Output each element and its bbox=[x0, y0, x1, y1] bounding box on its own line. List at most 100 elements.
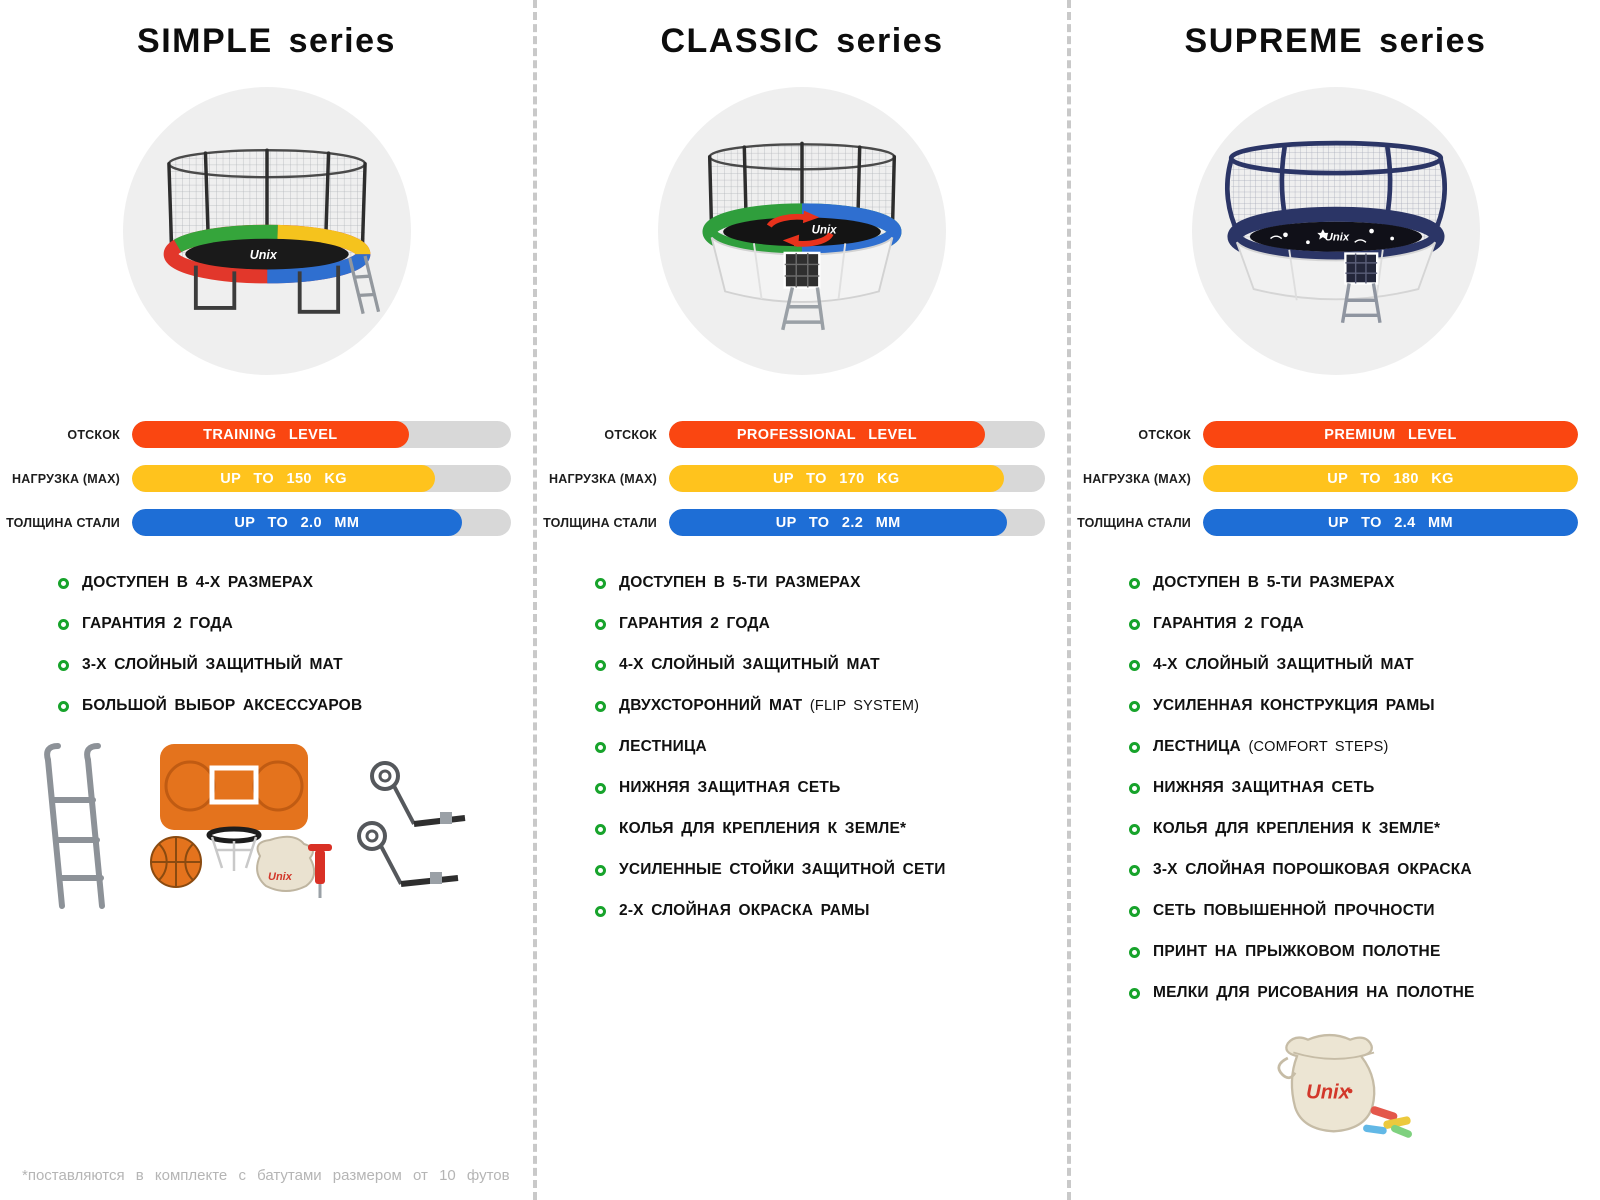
feature-label: 4-Х СЛОЙНЫЙ ЗАЩИТНЫЙ МАТ bbox=[619, 656, 880, 674]
steel-bar-fill: UP TO 2.4 MM bbox=[1203, 509, 1578, 536]
trampoline-simple-illustration: Unix bbox=[163, 148, 380, 315]
feature-label: 3-Х СЛОЙНАЯ ПОРОШКОВАЯ ОКРАСКА bbox=[1153, 861, 1472, 879]
bounce-stat-row: ОТСКОК PREMIUM LEVEL bbox=[1077, 421, 1578, 448]
supreme-trampoline-photo: Unix bbox=[1191, 87, 1480, 375]
feature-text: ДОСТУПЕН В 5-ТИ РАЗМЕРАХ bbox=[1153, 574, 1395, 591]
feature-item: НИЖНЯЯ ЗАЩИТНАЯ СЕТЬ bbox=[1129, 779, 1590, 797]
feature-item: ДОСТУПЕН В 5-ТИ РАЗМЕРАХ bbox=[595, 574, 1057, 592]
feature-item: КОЛЬЯ ДЛЯ КРЕПЛЕНИЯ К ЗЕМЛЕ* bbox=[595, 820, 1057, 838]
bounce-bar-value: PREMIUM LEVEL bbox=[1324, 426, 1457, 443]
steel-bar-fill: UP TO 2.2 MM bbox=[669, 509, 1008, 536]
feature-item: 2-Х СЛОЙНАЯ ОКРАСКА РАМЫ bbox=[595, 902, 1057, 920]
feature-text: ГАРАНТИЯ 2 ГОДА bbox=[619, 615, 771, 632]
bounce-bar-fill: PROFESSIONAL LEVEL bbox=[669, 421, 985, 448]
feature-item: НИЖНЯЯ ЗАЩИТНАЯ СЕТЬ bbox=[595, 779, 1057, 797]
ladder bbox=[347, 255, 380, 315]
bounce-stat-row: ОТСКОК PROFESSIONAL LEVEL bbox=[543, 421, 1045, 448]
accessory-bag-icon bbox=[256, 835, 316, 892]
brand-logo-text: Unix bbox=[249, 248, 277, 262]
feature-text: БОЛЬШОЙ ВЫБОР АКСЕССУАРОВ bbox=[82, 697, 363, 714]
feature-item: ДОСТУПЕН В 5-ТИ РАЗМЕРАХ bbox=[1129, 574, 1590, 592]
basketball-set-icon: Unix bbox=[150, 744, 332, 898]
feature-item: ГАРАНТИЯ 2 ГОДА bbox=[1129, 615, 1590, 633]
feature-text: ДВУХСТОРОННИЙ МАТ bbox=[619, 697, 803, 714]
bounce-bar-fill: PREMIUM LEVEL bbox=[1203, 421, 1578, 448]
simple-feature-list: ДОСТУПЕН В 4-Х РАЗМЕРАХ ГАРАНТИЯ 2 ГОДА … bbox=[58, 574, 523, 715]
classic-feature-list: ДОСТУПЕН В 5-ТИ РАЗМЕРАХ ГАРАНТИЯ 2 ГОДА… bbox=[595, 574, 1057, 920]
load-bar-value: UP TO 150 KG bbox=[220, 470, 347, 487]
feature-text: ЛЕСТНИЦА bbox=[1153, 738, 1241, 755]
stat-label-steel: ТОЛЩИНА СТАЛИ bbox=[1077, 515, 1191, 530]
check-circle-icon bbox=[1129, 782, 1140, 794]
bounce-stat-row: ОТСКОК TRAINING LEVEL bbox=[6, 421, 511, 448]
check-circle-icon bbox=[595, 905, 606, 917]
feature-item: ГАРАНТИЯ 2 ГОДА bbox=[58, 615, 523, 633]
check-circle-icon bbox=[1129, 823, 1140, 835]
frame-pad bbox=[1226, 207, 1445, 268]
check-circle-icon bbox=[595, 741, 606, 753]
feature-label: ЛЕСТНИЦА (COMFORT STEPS) bbox=[1153, 738, 1388, 756]
series-suffix: series bbox=[1379, 22, 1487, 60]
brand-logo-text: Unix bbox=[1306, 1081, 1350, 1103]
feature-note: (COMFORT STEPS) bbox=[1248, 739, 1389, 755]
feature-item: ЛЕСТНИЦА (COMFORT STEPS) bbox=[1129, 738, 1590, 756]
load-stat-row: НАГРУЗКА (MAX) UP TO 170 KG bbox=[543, 465, 1045, 492]
feature-label: 3-Х СЛОЙНЫЙ ЗАЩИТНЫЙ МАТ bbox=[82, 656, 343, 674]
stat-label-load: НАГРУЗКА (MAX) bbox=[549, 471, 657, 486]
check-circle-icon bbox=[1129, 700, 1140, 712]
feature-text: 3-Х СЛОЙНАЯ ПОРОШКОВАЯ ОКРАСКА bbox=[1153, 861, 1472, 878]
feature-label: ДВУХСТОРОННИЙ МАТ (FLIP SYSTEM) bbox=[619, 697, 919, 715]
feature-text: ДОСТУПЕН В 4-Х РАЗМЕРАХ bbox=[82, 574, 314, 591]
feature-item: ДВУХСТОРОННИЙ МАТ (FLIP SYSTEM) bbox=[595, 697, 1057, 715]
trampoline-classic-illustration: Unix bbox=[702, 141, 902, 331]
feature-label: ГАРАНТИЯ 2 ГОДА bbox=[82, 615, 233, 633]
check-circle-icon bbox=[1129, 577, 1140, 589]
classic-stats: ОТСКОК PROFESSIONAL LEVEL НАГРУЗКА (MAX)… bbox=[543, 421, 1045, 536]
feature-text: ПРИНТ НА ПРЫЖКОВОМ ПОЛОТНЕ bbox=[1153, 943, 1441, 960]
feature-label: 2-Х СЛОЙНАЯ ОКРАСКА РАМЫ bbox=[619, 902, 870, 920]
chalk-bag-illustration: Unix bbox=[1277, 1033, 1412, 1138]
load-bar-value: UP TO 170 KG bbox=[773, 470, 900, 487]
check-circle-icon bbox=[595, 618, 606, 630]
check-circle-icon bbox=[595, 700, 606, 712]
series-name: SUPREME bbox=[1184, 22, 1364, 60]
check-circle-icon bbox=[1129, 946, 1140, 958]
stat-label-bounce: ОТСКОК bbox=[604, 427, 657, 442]
stat-label-bounce: ОТСКОК bbox=[1138, 427, 1191, 442]
feature-label: УСИЛЕННЫЕ СТОЙКИ ЗАЩИТНОЙ СЕТИ bbox=[619, 861, 946, 879]
simple-stats: ОТСКОК TRAINING LEVEL НАГРУЗКА (MAX) UP … bbox=[6, 421, 511, 536]
series-suffix: series bbox=[836, 22, 944, 60]
ladder bbox=[1340, 283, 1382, 324]
supreme-stats: ОТСКОК PREMIUM LEVEL НАГРУЗКА (MAX) UP T… bbox=[1077, 421, 1578, 536]
bounce-bar-track: PROFESSIONAL LEVEL bbox=[669, 421, 1045, 448]
check-circle-icon bbox=[1129, 741, 1140, 753]
feature-item: ПРИНТ НА ПРЫЖКОВОМ ПОЛОТНЕ bbox=[1129, 943, 1590, 961]
load-stat-row: НАГРУЗКА (MAX) UP TO 150 KG bbox=[6, 465, 511, 492]
ladder bbox=[781, 287, 825, 331]
feature-label: ГАРАНТИЯ 2 ГОДА bbox=[619, 615, 770, 633]
steel-stat-row: ТОЛЩИНА СТАЛИ UP TO 2.4 MM bbox=[1077, 509, 1578, 536]
feature-text: КОЛЬЯ ДЛЯ КРЕПЛЕНИЯ К ЗЕМЛЕ* bbox=[1153, 820, 1441, 837]
feature-label: МЕЛКИ ДЛЯ РИСОВАНИЯ НА ПОЛОТНЕ bbox=[1153, 984, 1475, 1002]
feature-label: УСИЛЕННАЯ КОНСТРУКЦИЯ РАМЫ bbox=[1153, 697, 1435, 715]
feature-item: СЕТЬ ПОВЫШЕННОЙ ПРОЧНОСТИ bbox=[1129, 902, 1590, 920]
ladder-accessory-icon bbox=[44, 743, 105, 909]
chalk-sticks-icon bbox=[1363, 1106, 1412, 1138]
stat-label-load: НАГРУЗКА (MAX) bbox=[1083, 471, 1191, 486]
jumping-mat bbox=[184, 238, 349, 270]
stat-label-bounce: ОТСКОК bbox=[67, 427, 120, 442]
brand-logo-text: Unix bbox=[812, 225, 838, 237]
feature-text: 4-Х СЛОЙНЫЙ ЗАЩИТНЫЙ МАТ bbox=[619, 656, 880, 673]
steel-bar-value: UP TO 2.4 MM bbox=[1328, 514, 1453, 531]
feature-note: (FLIP SYSTEM) bbox=[809, 698, 920, 714]
check-circle-icon bbox=[595, 577, 606, 589]
check-circle-icon bbox=[1129, 905, 1140, 917]
check-circle-icon bbox=[595, 659, 606, 671]
series-name: SIMPLE bbox=[137, 22, 273, 60]
trampoline-supreme-illustration: Unix bbox=[1224, 141, 1447, 324]
chalk-bag-icon bbox=[1285, 1033, 1376, 1133]
bounce-bar-value: TRAINING LEVEL bbox=[203, 426, 338, 443]
check-circle-icon bbox=[58, 700, 69, 712]
check-circle-icon bbox=[1129, 987, 1140, 999]
load-bar-track: UP TO 180 KG bbox=[1203, 465, 1578, 492]
